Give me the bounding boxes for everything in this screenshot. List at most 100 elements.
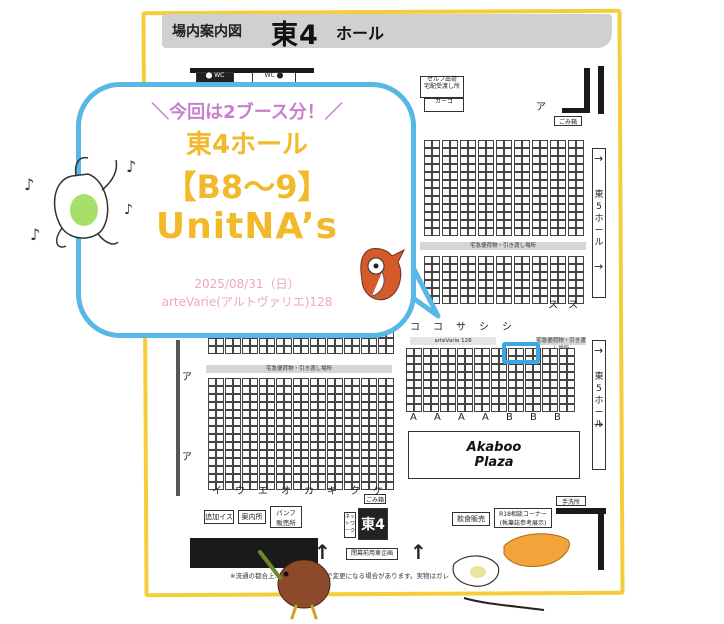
booth-cell — [550, 172, 558, 180]
booth-cell — [369, 466, 377, 474]
booth-cell — [440, 372, 448, 380]
booth-cell — [406, 380, 414, 388]
booth-cell — [208, 346, 216, 354]
booth-cell — [369, 402, 377, 410]
booth-cell — [208, 482, 216, 490]
booth-cell — [568, 196, 576, 204]
booth-cell — [474, 380, 482, 388]
booth-cell — [460, 256, 468, 264]
booth-cell — [532, 220, 540, 228]
wc-icon: ⬤ — [205, 72, 215, 79]
booth-cell — [504, 140, 512, 148]
row-label: B — [530, 412, 537, 423]
booth-cell — [310, 466, 318, 474]
booth-cell — [361, 394, 369, 402]
booth-cell — [540, 148, 548, 156]
booth-cell — [540, 296, 548, 304]
booth-cell — [386, 418, 394, 426]
booth-cell — [460, 288, 468, 296]
booth-cell — [225, 482, 233, 490]
booth-cell — [242, 338, 250, 346]
booth-cell — [542, 388, 550, 396]
booth-cell — [423, 372, 431, 380]
booth-cell — [460, 148, 468, 156]
booth-cell — [576, 188, 584, 196]
booth-cell — [225, 346, 233, 354]
booth-cell — [208, 402, 216, 410]
booth-cell — [242, 394, 250, 402]
booth-cell — [468, 264, 476, 272]
booth-cell — [414, 404, 422, 412]
booth-cell — [386, 450, 394, 458]
booth-cell — [301, 418, 309, 426]
booth-cell — [450, 172, 458, 180]
booth-cell — [293, 466, 301, 474]
left-side-label-2: ア — [182, 452, 192, 463]
booth-cell — [478, 296, 486, 304]
booth-cell — [448, 364, 456, 372]
booth-cell — [442, 228, 450, 236]
booth-cell — [344, 482, 352, 490]
booth-cell — [550, 272, 558, 280]
booth-cell — [486, 220, 494, 228]
booth-cell — [318, 434, 326, 442]
booth-cell — [568, 220, 576, 228]
booth-cell — [344, 450, 352, 458]
booth-cell — [550, 148, 558, 156]
booth-cell — [301, 458, 309, 466]
booth-cell — [568, 156, 576, 164]
booth-cell — [496, 180, 504, 188]
booth-cell — [327, 450, 335, 458]
restroom-left-label: WC — [214, 72, 225, 79]
booth-cell — [516, 364, 524, 372]
booth-cell — [406, 396, 414, 404]
booth-cell — [208, 338, 216, 346]
booth-cell — [259, 378, 267, 386]
booth-cell — [310, 410, 318, 418]
booth-cell — [431, 372, 439, 380]
booth-cell — [424, 164, 432, 172]
booth-cell — [301, 386, 309, 394]
booth-cell — [504, 288, 512, 296]
booth-cell — [558, 272, 566, 280]
booth-cell — [259, 402, 267, 410]
row-label: イ — [212, 486, 222, 497]
booth-cell — [540, 188, 548, 196]
booth-cell — [559, 380, 567, 388]
booth-cell — [440, 348, 448, 356]
booth-cell — [318, 474, 326, 482]
booth-cell — [558, 188, 566, 196]
booth-cell — [369, 410, 377, 418]
booth-cell — [344, 442, 352, 450]
booth-cell — [442, 212, 450, 220]
booth-cell — [335, 434, 343, 442]
booth-cell — [508, 404, 516, 412]
arrow-right-icon: → — [594, 260, 604, 273]
booth-cell — [568, 140, 576, 148]
booth-cell — [474, 404, 482, 412]
booth-cell — [514, 204, 522, 212]
booth-cell — [301, 410, 309, 418]
booth-cell — [386, 346, 394, 354]
booth-cell — [424, 140, 432, 148]
booth-cell — [457, 348, 465, 356]
booth-cell — [576, 296, 584, 304]
booth-cell — [491, 356, 499, 364]
row-label: ス — [568, 300, 578, 311]
booth-cell — [424, 148, 432, 156]
booth-cell — [361, 434, 369, 442]
booth-cell — [496, 296, 504, 304]
booth-cell — [532, 212, 540, 220]
booth-cell — [522, 256, 530, 264]
booth-cell — [361, 410, 369, 418]
booth-cell — [284, 458, 292, 466]
booth-cell — [284, 466, 292, 474]
booth-cell — [442, 264, 450, 272]
booth-cell — [496, 148, 504, 156]
booth-cell — [352, 458, 360, 466]
wall — [598, 66, 604, 114]
booth-cell — [432, 280, 440, 288]
booth-cell — [460, 180, 468, 188]
booth-cell — [540, 156, 548, 164]
booth-cell — [424, 280, 432, 288]
